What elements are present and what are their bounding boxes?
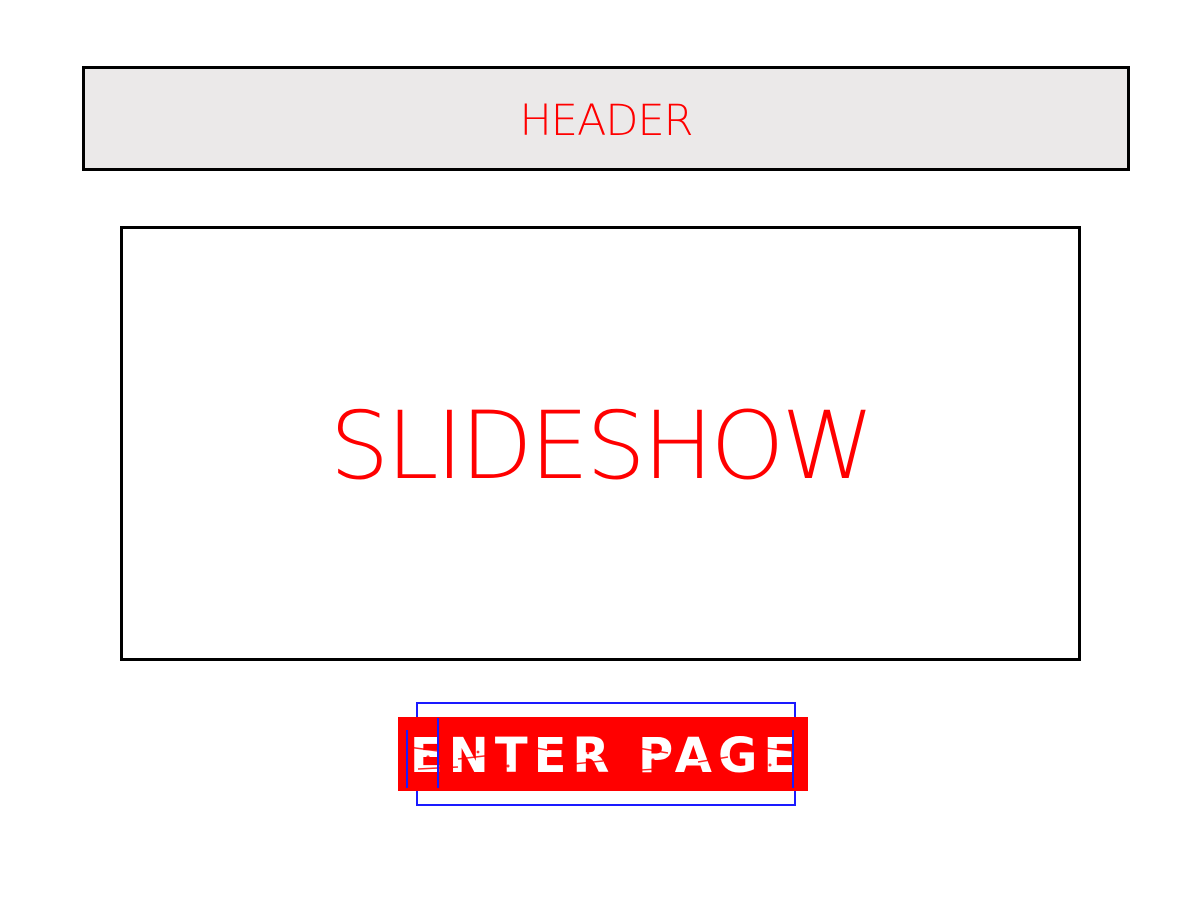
slideshow-title: SLIDESHOW	[329, 391, 875, 501]
guide-line	[792, 730, 794, 788]
header-bar: HEADER	[82, 66, 1130, 171]
guide-line	[406, 730, 408, 788]
slideshow-panel[interactable]: SLIDESHOW	[120, 226, 1081, 661]
enter-page-label: ENTER PAGE	[409, 728, 803, 784]
guide-line	[437, 718, 439, 788]
header-title: HEADER	[519, 96, 693, 146]
enter-page-button[interactable]: ENTER PAGE	[398, 717, 808, 791]
